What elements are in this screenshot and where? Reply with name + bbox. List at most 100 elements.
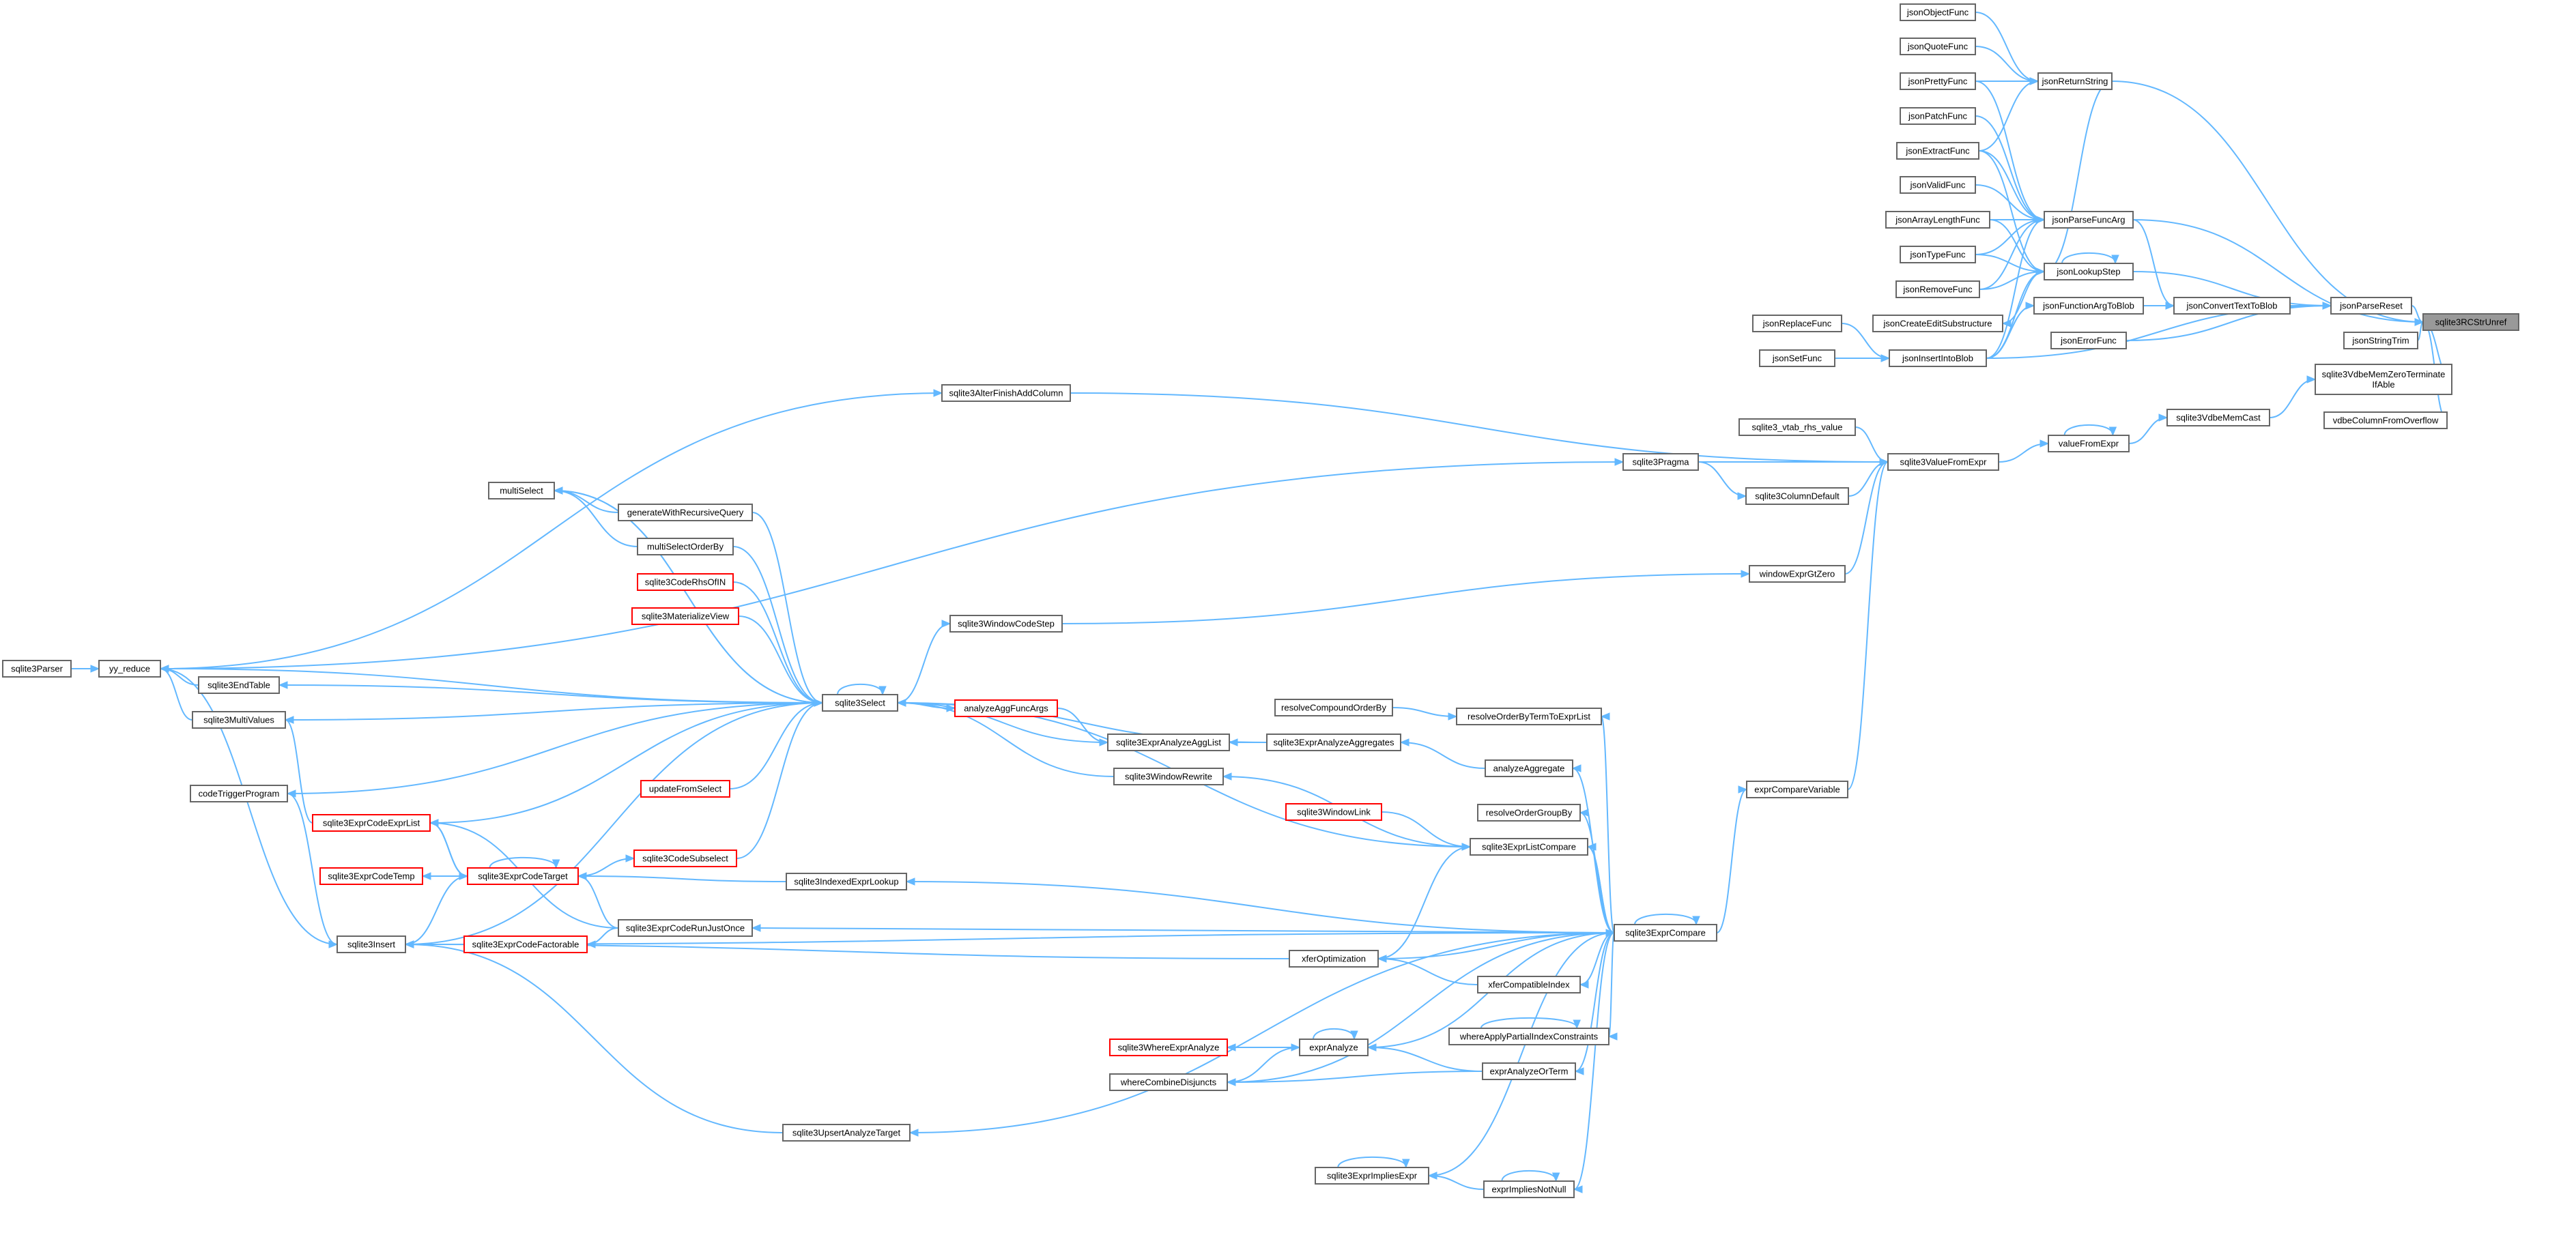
node-windowexprgtzero[interactable]: windowExprGtZero: [1749, 565, 1846, 583]
node-valuefromexpr[interactable]: valueFromExpr: [2048, 435, 2130, 452]
node-xfercompatibleindex[interactable]: xferCompatibleIndex: [1477, 976, 1581, 993]
node-sqlite3coderhsofin[interactable]: sqlite3CodeRhsOfIN: [637, 573, 734, 591]
node-sqlite3exprcompare[interactable]: sqlite3ExprCompare: [1614, 924, 1717, 942]
node-jsonerrorfunc[interactable]: jsonErrorFunc: [2050, 332, 2127, 349]
node-sqlite3insert[interactable]: sqlite3Insert: [337, 935, 406, 953]
node-label: jsonErrorFunc: [2060, 336, 2117, 346]
node-jsonstringtrim[interactable]: jsonStringTrim: [2343, 332, 2418, 349]
edge-arrowhead: [1738, 785, 1748, 794]
node-codetriggerprogram[interactable]: codeTriggerProgram: [190, 785, 288, 802]
node-jsoninsertintoblob[interactable]: jsonInsertIntoBlob: [1889, 349, 1987, 367]
node-sqlite3multivalues[interactable]: sqlite3MultiValues: [192, 711, 286, 729]
edge-generatewithrecursivequery-to-multiselect: [554, 490, 619, 513]
node-sqlite3codesubselect[interactable]: sqlite3CodeSubselect: [633, 850, 737, 867]
node-sqlite3rcstrunref[interactable]: sqlite3RCStrUnref: [2422, 313, 2519, 331]
node-sqlite3expranalyzeagglist[interactable]: sqlite3ExprAnalyzeAggList: [1107, 734, 1230, 751]
node-jsontypefunc[interactable]: jsonTypeFunc: [1900, 246, 1976, 263]
node-jsonreplacefunc[interactable]: jsonReplaceFunc: [1752, 315, 1842, 332]
node-box: [1900, 3, 1976, 21]
node-jsonlookupstep[interactable]: jsonLookupStep: [2044, 263, 2134, 280]
node-yy-reduce[interactable]: yy_reduce: [98, 660, 161, 678]
node-sqlite3upsertanalyzetarget[interactable]: sqlite3UpsertAnalyzeTarget: [782, 1124, 911, 1142]
node-sqlite3exprimpliesexpr[interactable]: sqlite3ExprImpliesExpr: [1315, 1167, 1429, 1185]
node-multiselectorderby[interactable]: multiSelectOrderBy: [637, 538, 734, 555]
node-sqlite3whereexpranalyze[interactable]: sqlite3WhereExprAnalyze: [1109, 1039, 1228, 1056]
node-whereapplypartialindexconstraints[interactable]: whereApplyPartialIndexConstraints: [1448, 1028, 1609, 1045]
edge-multiselectorderby-to-sqlite3select: [732, 546, 823, 703]
node-sqlite3materializeview[interactable]: sqlite3MaterializeView: [631, 607, 739, 625]
node-jsonobjectfunc[interactable]: jsonObjectFunc: [1900, 3, 1976, 21]
node-sqlite3exprcodetarget[interactable]: sqlite3ExprCodeTarget: [467, 867, 579, 885]
edge-sqlite3exprcoderunjustonce-to-sqlite3exprcodetarget: [577, 875, 619, 929]
node-jsonarraylengthfunc[interactable]: jsonArrayLengthFunc: [1885, 211, 1990, 229]
node-label: sqlite3ExprImpliesExpr: [1327, 1171, 1418, 1181]
node-sqlite3exprcoderunjustonce[interactable]: sqlite3ExprCodeRunJustOnce: [618, 919, 753, 937]
node-sqlite3select[interactable]: sqlite3Select: [822, 694, 898, 712]
node-jsonparsereset[interactable]: jsonParseReset: [2330, 297, 2412, 315]
node-sqlite3indexedexprlookup[interactable]: sqlite3IndexedExprLookup: [786, 873, 907, 890]
node-sqlite3endtable[interactable]: sqlite3EndTable: [198, 676, 280, 694]
node-sqlite3columndefault[interactable]: sqlite3ColumnDefault: [1745, 487, 1849, 505]
node-jsoncreateeditsubstructure[interactable]: jsonCreateEditSubstructure: [1872, 315, 2003, 332]
node-resolvecompoundorderby[interactable]: resolveCompoundOrderBy: [1274, 699, 1393, 716]
node-exprcomparevariable[interactable]: exprCompareVariable: [1746, 781, 1848, 798]
edge-sqlite3materializeview-to-sqlite3select: [738, 615, 823, 703]
node-sqlite3valuefromexpr[interactable]: sqlite3ValueFromExpr: [1887, 453, 1999, 471]
node-jsonremovefunc[interactable]: jsonRemoveFunc: [1895, 280, 1980, 298]
node-box: [2166, 409, 2270, 426]
node-box: [1745, 487, 1849, 505]
node-wherecombinedisjuncts[interactable]: whereCombineDisjuncts: [1109, 1073, 1228, 1091]
edge-arrowhead: [1579, 809, 1589, 817]
edge-sqlite3indexedexprlookup-to-sqlite3exprcodetarget: [577, 875, 787, 882]
node-jsonparsefuncarg[interactable]: jsonParseFuncArg: [2044, 211, 2134, 229]
node-resolveorderbytermtoexprlist[interactable]: resolveOrderByTermToExprList: [1456, 708, 1602, 725]
node-sqlite3windowcodestep[interactable]: sqlite3WindowCodeStep: [949, 615, 1063, 633]
node-sqlite3windowlink[interactable]: sqlite3WindowLink: [1285, 803, 1382, 821]
node-analyzeaggfuncargs[interactable]: analyzeAggFuncArgs: [954, 699, 1058, 717]
edge-sqlite3coderhsofin-to-sqlite3select: [732, 581, 823, 703]
node-sqlite3vdbememcast[interactable]: sqlite3VdbeMemCast: [2166, 409, 2270, 426]
node-sqlite3pragma[interactable]: sqlite3Pragma: [1622, 453, 1699, 471]
node-sqlite3exprcodeexprlist[interactable]: sqlite3ExprCodeExprList: [312, 814, 431, 832]
node-jsonpatchfunc[interactable]: jsonPatchFunc: [1900, 107, 1976, 125]
node-label: sqlite3CodeRhsOfIN: [645, 577, 726, 587]
node-jsonconverttexttoblob[interactable]: jsonConvertTextToBlob: [2173, 297, 2291, 315]
node-jsonfunctionargtoblob[interactable]: jsonFunctionArgToBlob: [2033, 297, 2144, 315]
node-sqlite3-vtab-rhs-value[interactable]: sqlite3_vtab_rhs_value: [1738, 418, 1856, 436]
edge-jsonextractfunc-to-jsonparsefuncarg: [1978, 150, 2045, 220]
node-xferoptimization[interactable]: xferOptimization: [1289, 950, 1379, 968]
edge-jsontypefunc-to-jsonparsefuncarg: [1975, 219, 2045, 255]
node-expranalyze[interactable]: exprAnalyze: [1299, 1039, 1369, 1056]
node-label: exprImpliesNotNull: [1491, 1185, 1566, 1195]
node-analyzeaggregate[interactable]: analyzeAggregate: [1485, 759, 1573, 777]
node-expranalyzeorterm[interactable]: exprAnalyzeOrTerm: [1482, 1062, 1576, 1080]
node-box: [1477, 804, 1581, 822]
node-jsonreturnstring[interactable]: jsonReturnString: [2037, 72, 2113, 90]
node-vdbecolumnfromoverflow[interactable]: vdbeColumnFromOverflow: [2323, 411, 2448, 429]
node-sqlite3parser[interactable]: sqlite3Parser: [2, 660, 72, 678]
node-jsonsetfunc[interactable]: jsonSetFunc: [1759, 349, 1835, 367]
edge-jsonparsefuncarg-to-jsonconverttexttoblob: [2132, 219, 2175, 306]
node-sqlite3expranalyzeaggregates[interactable]: sqlite3ExprAnalyzeAggregates: [1266, 734, 1401, 751]
node-generatewithrecursivequery[interactable]: generateWithRecursiveQuery: [618, 504, 753, 521]
node-resolveordergroupby[interactable]: resolveOrderGroupBy: [1477, 804, 1581, 822]
node-multiselect[interactable]: multiSelect: [488, 482, 555, 499]
node-jsonvalidfunc[interactable]: jsonValidFunc: [1900, 176, 1976, 194]
node-jsonprettyfunc[interactable]: jsonPrettyFunc: [1900, 72, 1976, 90]
edge-sqlite3alterfinishaddcolumn-to-sqlite3valuefromexpr: [1070, 392, 1889, 463]
node-sqlite3windowrewrite[interactable]: sqlite3WindowRewrite: [1113, 768, 1224, 785]
node-box: [1109, 1073, 1228, 1091]
node-label: analyzeAggFuncArgs: [964, 703, 1048, 714]
node-label: sqlite3VdbeMemZeroTerminate: [2322, 369, 2446, 379]
node-updatefromselect[interactable]: updateFromSelect: [640, 780, 730, 798]
node-sqlite3exprlistcompare[interactable]: sqlite3ExprListCompare: [1470, 838, 1588, 856]
edge-sqlite3select-to-codetriggerprogram: [287, 702, 823, 794]
node-jsonquotefunc[interactable]: jsonQuoteFunc: [1900, 38, 1976, 55]
node-sqlite3exprcodefactorable[interactable]: sqlite3ExprCodeFactorable: [463, 935, 588, 953]
node-box: [1885, 211, 1990, 229]
node-jsonextractfunc[interactable]: jsonExtractFunc: [1896, 142, 1979, 160]
node-sqlite3alterfinishaddcolumn[interactable]: sqlite3AlterFinishAddColumn: [941, 384, 1071, 402]
node-exprimpliesnotnull[interactable]: exprImpliesNotNull: [1483, 1180, 1575, 1198]
node-sqlite3exprcodetemp[interactable]: sqlite3ExprCodeTemp: [319, 867, 423, 885]
